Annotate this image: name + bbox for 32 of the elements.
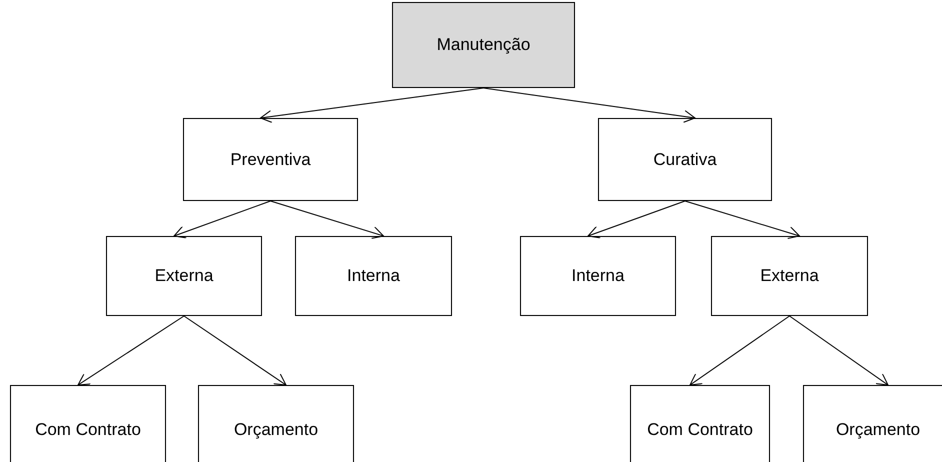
box-label: Manutenção bbox=[436, 35, 530, 55]
process-box bbox=[630, 385, 770, 462]
arrow bbox=[684, 200, 800, 240]
process-box bbox=[598, 118, 772, 201]
box-label: Preventiva bbox=[230, 150, 311, 170]
process-box bbox=[711, 236, 868, 316]
arrow bbox=[260, 88, 484, 123]
box-label: Com Contrato bbox=[35, 420, 141, 440]
arrow bbox=[184, 316, 286, 386]
process-box bbox=[392, 2, 575, 88]
process-box bbox=[106, 236, 262, 316]
process-box bbox=[803, 385, 942, 462]
process-box bbox=[198, 385, 354, 462]
arrow bbox=[483, 88, 696, 123]
arrow bbox=[270, 200, 384, 239]
arrow bbox=[78, 316, 184, 386]
arrow bbox=[690, 316, 790, 386]
arrow bbox=[174, 200, 271, 238]
box-label: Curativa bbox=[653, 150, 717, 170]
box-label: Orçamento bbox=[836, 420, 920, 440]
process-box bbox=[10, 385, 166, 462]
box-label: Externa bbox=[154, 266, 214, 286]
box-label: Com Contrato bbox=[647, 420, 753, 440]
box-label: Orçamento bbox=[234, 420, 318, 440]
arrow bbox=[789, 316, 888, 386]
process-box bbox=[183, 118, 358, 201]
process-box bbox=[295, 236, 452, 316]
box-label: Externa bbox=[760, 266, 819, 286]
process-box bbox=[520, 236, 676, 316]
arrow bbox=[588, 200, 686, 238]
box-label: Interna bbox=[347, 266, 400, 286]
box-label: Interna bbox=[572, 266, 624, 286]
